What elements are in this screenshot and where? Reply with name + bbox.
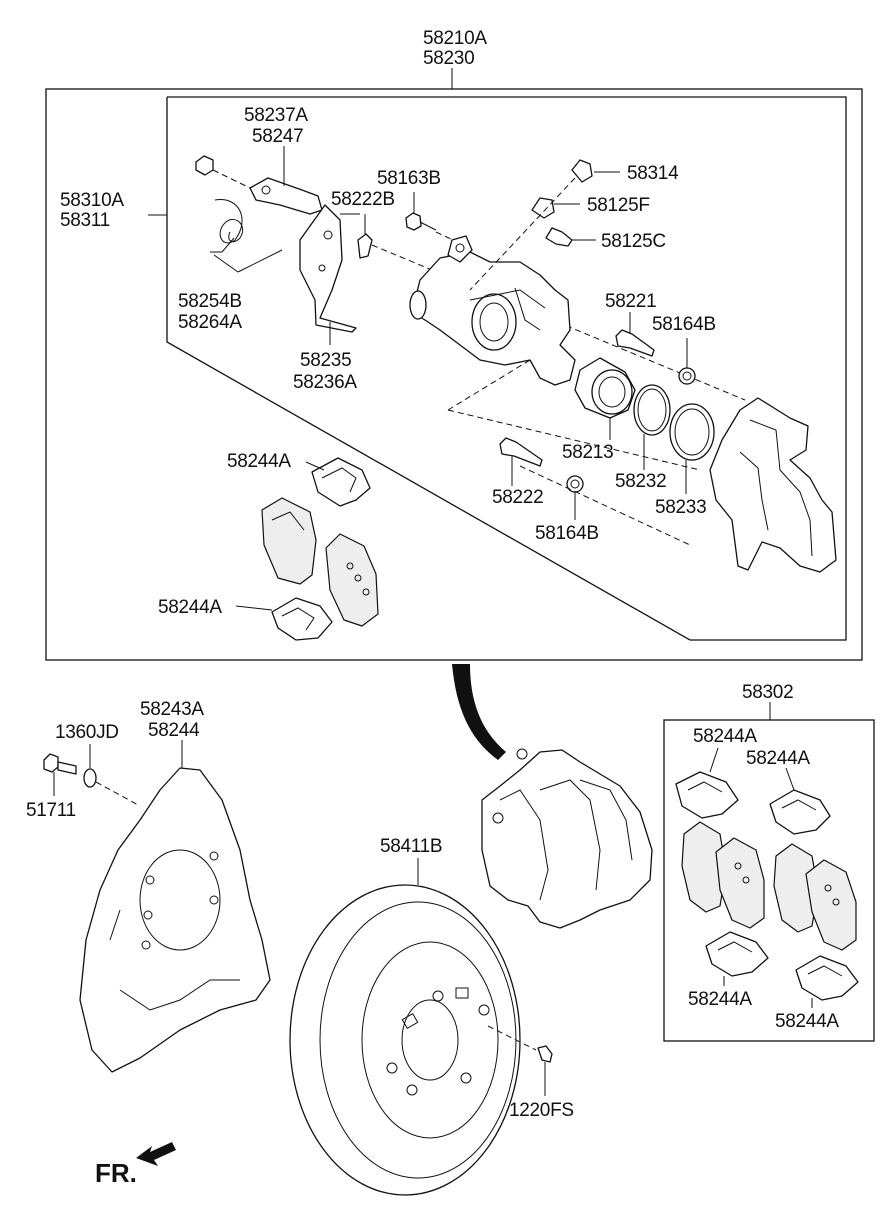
label-dust-cover-2: 58244: [148, 720, 200, 741]
label-screw: 1220FS: [509, 1100, 574, 1121]
caliper-bracket-part: [249, 146, 323, 215]
label-bleeder-cap: 58125C: [601, 231, 666, 252]
washer-part: [83, 744, 97, 788]
label-disc: 58411B: [380, 836, 442, 857]
assembly-arrow: [452, 664, 506, 760]
label-lever-2: 58236A: [293, 372, 357, 393]
label-guide-pin-lower: 58222: [492, 487, 543, 508]
kit-shim-1-part: [675, 747, 739, 819]
label-caliper-2: 58311: [60, 210, 110, 231]
label-lever-1: 58235: [300, 350, 351, 371]
label-spring-1: 58254B: [178, 291, 242, 312]
kit-pad-4-part: [805, 859, 857, 951]
boot-upper-part: [678, 338, 696, 385]
brake-pad-right-part: [325, 533, 379, 627]
kit-pad-1-part: [681, 821, 727, 913]
bleeder-part: [469, 177, 580, 291]
label-piston: 58213: [562, 442, 613, 463]
label-bolt: 51711: [26, 800, 76, 821]
bracket-nut-part: [195, 155, 251, 189]
boot-lower-part: [566, 475, 584, 520]
label-clip: 58222B: [331, 189, 395, 210]
parking-lever-part: [299, 204, 357, 345]
label-assy-top-2: 58230: [423, 48, 474, 69]
kit-shim-2-part: [769, 767, 831, 835]
caliper-body-part: [409, 235, 576, 386]
label-dust-boot: 58233: [655, 497, 706, 518]
label-cap: 58314: [627, 163, 679, 184]
cap-part: [571, 159, 620, 183]
label-pad-shim-lower: 58244A: [158, 597, 222, 618]
label-kit-shim-4: 58244A: [775, 1011, 839, 1032]
bleed-screw-part: [405, 192, 437, 231]
label-boot-lower: 58164B: [535, 523, 599, 544]
label-bleed-screw: 58163B: [377, 168, 441, 189]
guide-pin-upper-part: [615, 312, 655, 357]
label-bleeder: 58125F: [587, 195, 650, 216]
label-pad-kit: 58302: [742, 682, 793, 703]
label-guide-pin-upper: 58221: [605, 291, 656, 312]
label-spring-2: 58264A: [178, 312, 242, 333]
brake-pad-left-part: [261, 497, 317, 585]
label-assy-top-1: 58210A: [423, 28, 487, 49]
kit-shim-3-part: [705, 931, 769, 986]
label-bracket-2: 58247: [252, 126, 303, 147]
kit-shim-4-part: [795, 955, 859, 1008]
label-boot-upper: 58164B: [652, 314, 716, 335]
guide-pin-lower-part: [499, 437, 543, 486]
bleeder-cap-part: [545, 227, 596, 247]
dust-cover-part: [79, 740, 271, 1073]
front-arrow-icon: [136, 1142, 176, 1166]
disc-screw-part: [487, 1025, 553, 1096]
caliper-carrier-part: [709, 397, 837, 573]
label-piston-seal: 58232: [615, 471, 666, 492]
piston-part: [574, 357, 636, 440]
label-bracket-1: 58237A: [244, 105, 308, 126]
label-kit-shim-3: 58244A: [688, 989, 752, 1010]
label-kit-shim-1: 58244A: [693, 726, 757, 747]
label-front: FR.: [95, 1158, 137, 1188]
label-dust-cover-1: 58243A: [140, 699, 204, 720]
return-spring-part: [210, 199, 283, 273]
kit-pad-3-part: [773, 843, 819, 933]
label-pad-shim-upper: 58244A: [227, 451, 291, 472]
pad-shim-lower-part: [235, 597, 333, 641]
pad-kit-box: [663, 702, 875, 1042]
label-kit-shim-2: 58244A: [746, 748, 810, 769]
clip-part: [340, 213, 373, 259]
label-caliper-1: 58310A: [60, 190, 124, 211]
caliper-assembly-inner-box: [148, 96, 847, 641]
dust-boot-part: [669, 403, 715, 494]
bolt-part: [43, 753, 141, 807]
assembled-caliper-part: [481, 748, 653, 929]
brake-disc-part: [289, 858, 521, 1196]
caliper-assembly-outer-box: [45, 68, 863, 661]
kit-pad-2-part: [715, 837, 765, 929]
piston-seal-part: [633, 384, 671, 470]
pad-shim-upper-part: [305, 457, 371, 507]
label-washer: 1360JD: [55, 722, 119, 743]
